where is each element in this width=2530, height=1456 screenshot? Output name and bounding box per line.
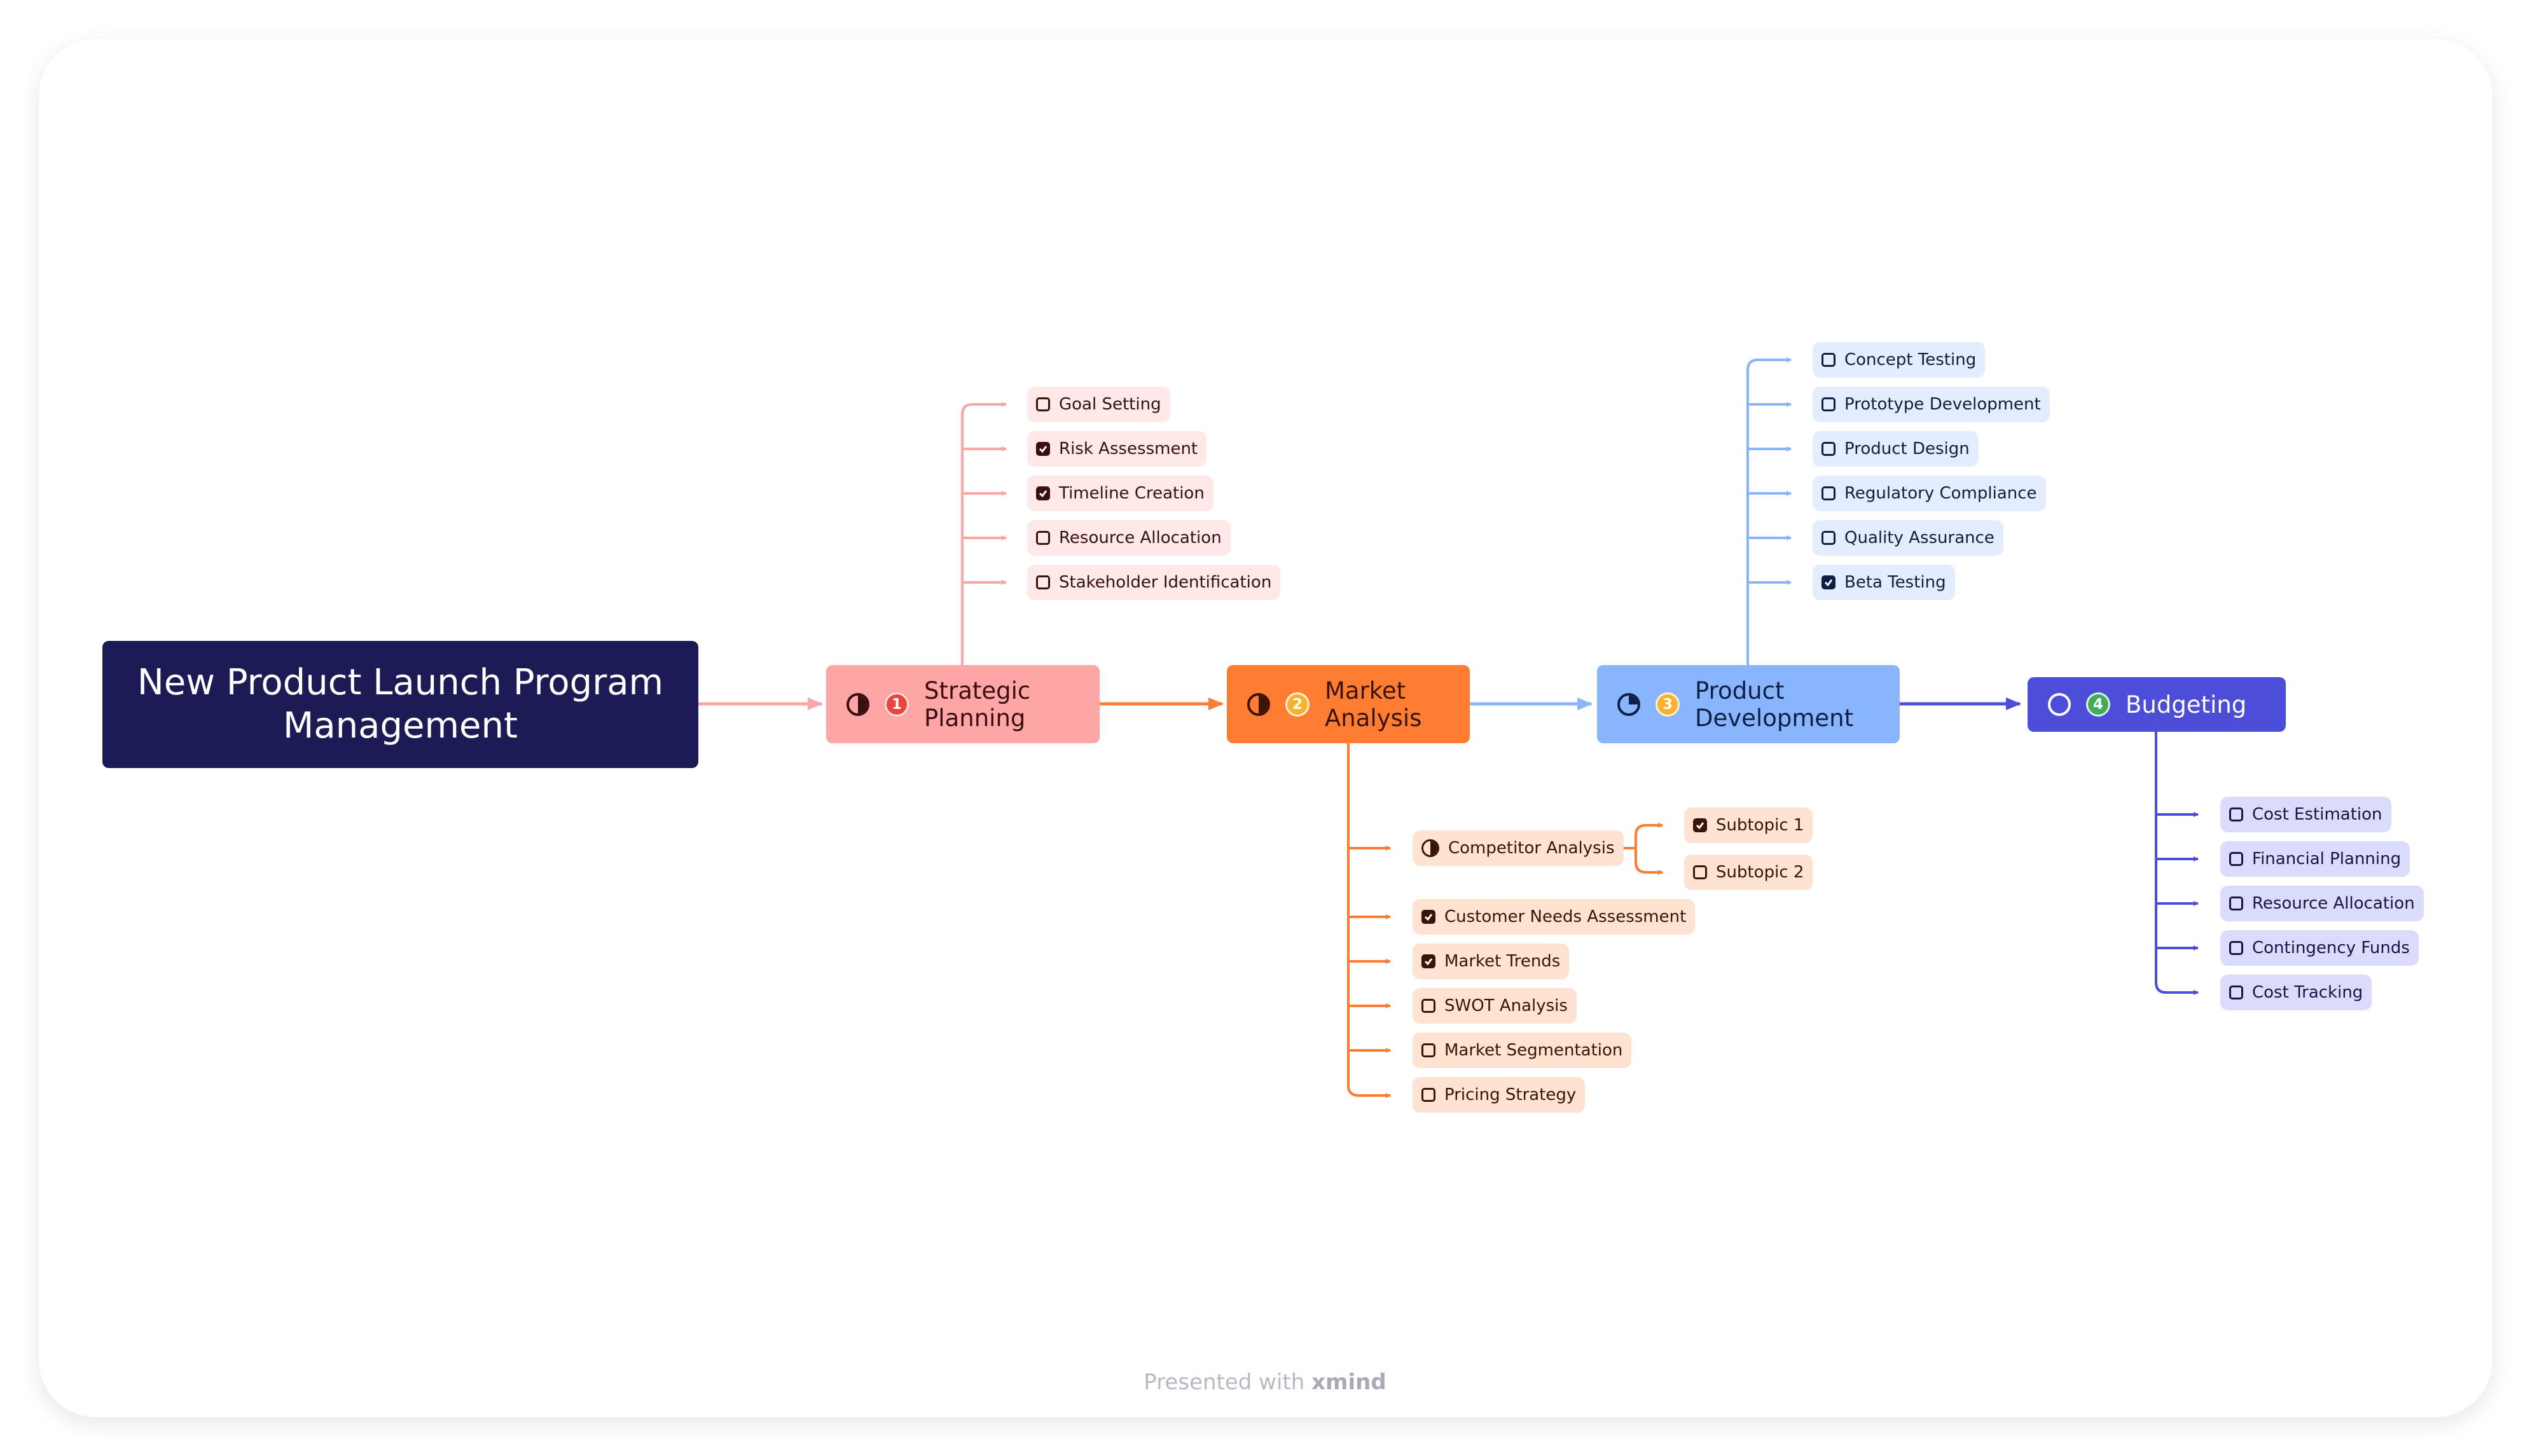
xmind-logo: xmind [1311,1370,1386,1395]
central-topic[interactable]: New Product Launch Program Management [102,641,698,768]
checkbox-unchecked-icon[interactable] [1693,865,1707,879]
subtopic-label: Goal Setting [1059,395,1161,414]
subtopic-financial-planning[interactable]: Financial Planning [2220,841,2410,877]
subtopic-concept-testing[interactable]: Concept Testing [1813,342,1986,378]
checkbox-unchecked-icon[interactable] [2229,852,2243,866]
main-topic-label: Market Analysis [1325,676,1422,732]
task-progress-quarter-icon [1617,692,1640,716]
subtopic-resource-allocation[interactable]: Resource Allocation [1027,520,1231,556]
presented-with-footer[interactable]: Presented with xmind [0,1370,2530,1395]
subtopic-label: Risk Assessment [1059,439,1198,458]
subtopic-timeline-creation[interactable]: Timeline Creation [1027,476,1213,511]
checkbox-checked-icon[interactable] [1693,818,1707,832]
checkbox-unchecked-icon[interactable] [1036,397,1050,411]
subtopic-subtopic-1[interactable]: Subtopic 1 [1684,807,1813,843]
footer-prefix: Presented with [1144,1370,1305,1395]
subtopic-label: Cost Tracking [2252,983,2363,1002]
checkbox-checked-icon[interactable] [1421,954,1435,968]
subtopic-label: Financial Planning [2252,849,2402,869]
subtopic-label: Competitor Analysis [1448,839,1615,858]
checkbox-checked-icon[interactable] [1036,486,1050,500]
main-topic-market-analysis[interactable]: 2 Market Analysis [1227,665,1470,743]
task-progress-half-icon [1421,839,1439,857]
checkbox-unchecked-icon[interactable] [1421,1088,1435,1102]
subtopic-cost-estimation[interactable]: Cost Estimation [2220,797,2391,832]
subtopic-regulatory-compliance[interactable]: Regulatory Compliance [1813,476,2046,511]
subtopic-label: Contingency Funds [2252,938,2410,958]
task-progress-half-icon [1247,692,1270,716]
task-progress-half-icon [847,692,869,716]
main-topic-strategic-planning[interactable]: 1 Strategic Planning [826,665,1100,743]
subtopic-label: Quality Assurance [1844,528,1994,547]
subtopic-risk-assessment[interactable]: Risk Assessment [1027,431,1207,467]
subtopic-label: Pricing Strategy [1444,1085,1577,1104]
subtopic-market-segmentation[interactable]: Market Segmentation [1413,1033,1632,1068]
checkbox-unchecked-icon[interactable] [2229,896,2243,910]
subtopic-cost-tracking[interactable]: Cost Tracking [2220,975,2372,1010]
checkbox-unchecked-icon[interactable] [1036,575,1050,589]
subtopic-market-trends[interactable]: Market Trends [1413,944,1570,979]
main-topic-label: Budgeting [2126,690,2247,718]
subtopic-customer-needs-assessment[interactable]: Customer Needs Assessment [1413,899,1696,935]
main-topic-label: Product Development [1695,676,1854,732]
subtopic-beta-testing[interactable]: Beta Testing [1813,565,1955,600]
checkbox-checked-icon[interactable] [1036,442,1050,456]
subtopic-label: Product Design [1844,439,1970,458]
subtopic-label: SWOT Analysis [1444,996,1568,1015]
subtopic-label: Customer Needs Assessment [1444,907,1687,926]
subtopic-quality-assurance[interactable]: Quality Assurance [1813,520,2003,556]
subtopic-subtopic-2[interactable]: Subtopic 2 [1684,855,1813,890]
main-topic-budgeting[interactable]: 4 Budgeting [2028,677,2286,732]
subtopic-competitor-analysis[interactable]: Competitor Analysis [1413,830,1624,866]
subtopic-label: Timeline Creation [1059,484,1205,503]
subtopic-label: Resource Allocation [2252,894,2415,913]
checkbox-checked-icon[interactable] [1421,910,1435,924]
subtopic-resource-allocation-budget[interactable]: Resource Allocation [2220,886,2424,921]
checkbox-unchecked-icon[interactable] [1821,442,1835,456]
priority-4-icon: 4 [2086,692,2110,717]
task-progress-empty-icon [2048,693,2071,716]
main-topic-label: Strategic Planning [924,676,1031,732]
checkbox-unchecked-icon[interactable] [1036,531,1050,545]
priority-2-icon: 2 [1285,692,1310,717]
checkbox-unchecked-icon[interactable] [1821,531,1835,545]
subtopic-label: Concept Testing [1844,350,1977,369]
subtopic-label: Prototype Development [1844,395,2041,414]
checkbox-unchecked-icon[interactable] [2229,986,2243,999]
subtopic-label: Stakeholder Identification [1059,573,1272,592]
checkbox-unchecked-icon[interactable] [1821,353,1835,367]
checkbox-checked-icon[interactable] [1821,575,1835,589]
priority-1-icon: 1 [885,692,909,717]
subtopic-label: Beta Testing [1844,573,1946,592]
subtopic-prototype-development[interactable]: Prototype Development [1813,387,2050,422]
subtopic-stakeholder-identification[interactable]: Stakeholder Identification [1027,565,1281,600]
priority-3-icon: 3 [1656,692,1680,717]
main-topic-product-development[interactable]: 3 Product Development [1597,665,1900,743]
subtopic-pricing-strategy[interactable]: Pricing Strategy [1413,1077,1586,1113]
subtopic-label: Cost Estimation [2252,805,2382,824]
subtopic-label: Subtopic 1 [1716,816,1804,835]
checkbox-unchecked-icon[interactable] [1821,486,1835,500]
subtopic-label: Regulatory Compliance [1844,484,2037,503]
checkbox-unchecked-icon[interactable] [1421,999,1435,1013]
subtopic-swot-analysis[interactable]: SWOT Analysis [1413,988,1577,1024]
subtopic-label: Market Trends [1444,952,1561,971]
checkbox-unchecked-icon[interactable] [1421,1043,1435,1057]
central-topic-title: New Product Launch Program Management [137,662,664,746]
subtopic-contingency-funds[interactable]: Contingency Funds [2220,930,2419,966]
checkbox-unchecked-icon[interactable] [1821,397,1835,411]
checkbox-unchecked-icon[interactable] [2229,807,2243,821]
subtopic-label: Subtopic 2 [1716,863,1804,882]
checkbox-unchecked-icon[interactable] [2229,941,2243,955]
subtopic-label: Resource Allocation [1059,528,1222,547]
subtopic-goal-setting[interactable]: Goal Setting [1027,387,1170,422]
subtopic-product-design[interactable]: Product Design [1813,431,1979,467]
subtopic-label: Market Segmentation [1444,1041,1623,1060]
